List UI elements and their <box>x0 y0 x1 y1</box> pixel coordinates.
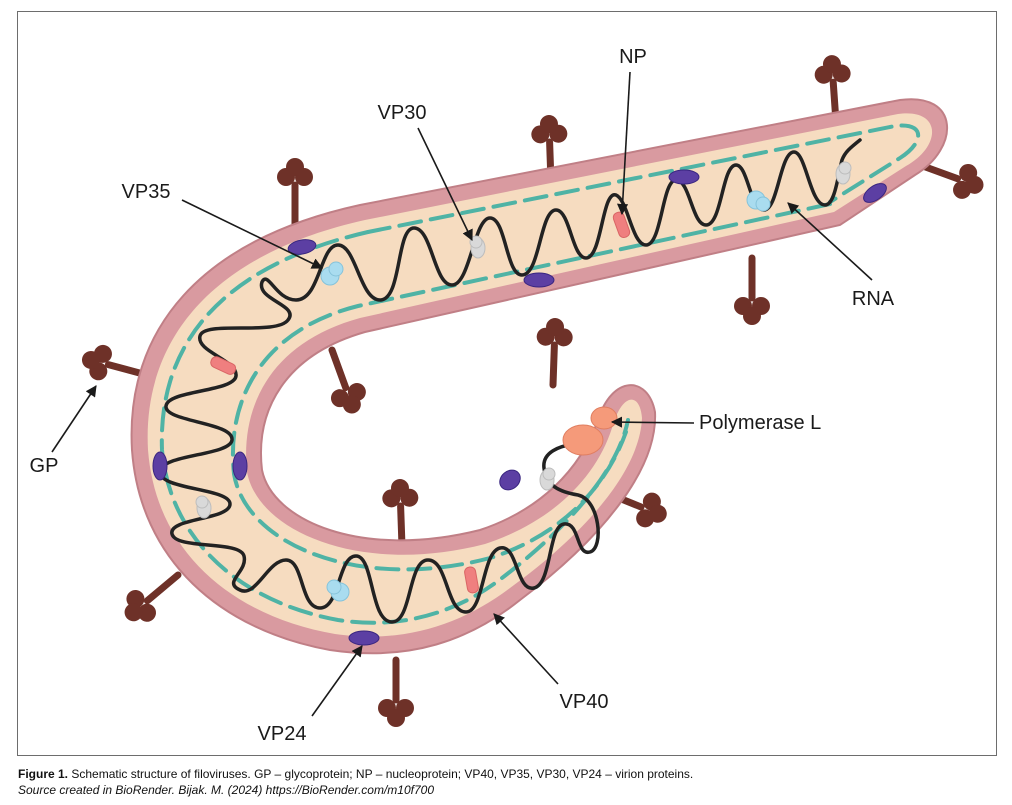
polymerase-l <box>562 406 618 456</box>
label-vp40: VP40 <box>560 691 609 713</box>
vp35-pointer <box>181 199 324 269</box>
vp30-protein <box>835 161 852 185</box>
gp-spike <box>382 478 420 546</box>
label-vp24: VP24 <box>258 723 307 745</box>
label-vp30: VP30 <box>378 102 427 124</box>
vp24-protein <box>232 451 248 481</box>
gp-spike <box>315 344 372 419</box>
rna-strand <box>158 138 862 624</box>
vp30-protein <box>195 495 212 519</box>
vp30-protein <box>539 467 556 491</box>
filovirus-diagram: NP VP30 VP35 RNA GP Polymerase L VP40 VP… <box>30 46 1012 745</box>
vp35-proteins <box>320 190 771 602</box>
vp35-protein <box>746 190 771 212</box>
vp24-protein <box>152 451 168 481</box>
caption-text: Schematic structure of filoviruses. GP –… <box>68 767 694 781</box>
gp-pointer <box>51 385 97 453</box>
polymerase-pointer <box>610 416 695 428</box>
vp35-protein <box>320 261 344 286</box>
caption-source: Source created in BioRender. Bijak. M. (… <box>18 783 434 797</box>
rna-pointer <box>787 202 873 281</box>
viral-interior <box>147 113 933 637</box>
vp24-pointer <box>311 645 363 717</box>
vp30-protein <box>469 235 486 259</box>
vp24-protein <box>499 469 521 491</box>
label-polymerase-l: Polymerase L <box>699 412 821 434</box>
vp24-protein <box>348 630 380 646</box>
np-protein <box>464 566 479 594</box>
gp-spike <box>378 660 414 727</box>
np-protein <box>210 356 237 375</box>
gp-spike <box>734 258 770 325</box>
figure-caption: Figure 1. Schematic structure of filovir… <box>18 766 998 798</box>
vp30-proteins <box>195 161 852 519</box>
gp-spike <box>535 317 573 385</box>
np-pointer <box>616 71 631 216</box>
vp24-protein <box>863 183 887 203</box>
label-np: NP <box>619 46 647 68</box>
caption-figure-label: Figure 1. <box>18 767 69 781</box>
label-rna: RNA <box>852 288 895 310</box>
vp24-protein <box>668 169 700 185</box>
callout-lines <box>51 71 873 717</box>
gp-spike <box>115 561 189 632</box>
vp40-pointer <box>493 613 559 685</box>
np-proteins <box>210 211 631 594</box>
gp-spike <box>277 158 313 225</box>
label-vp35: VP35 <box>122 181 171 203</box>
vp35-protein <box>326 579 350 602</box>
vp24-proteins <box>152 169 887 646</box>
vp24-protein <box>523 272 555 288</box>
vp40-matrix <box>159 123 921 625</box>
label-gp: GP <box>30 455 59 477</box>
vp24-protein <box>287 239 317 255</box>
vp30-pointer <box>417 127 473 242</box>
